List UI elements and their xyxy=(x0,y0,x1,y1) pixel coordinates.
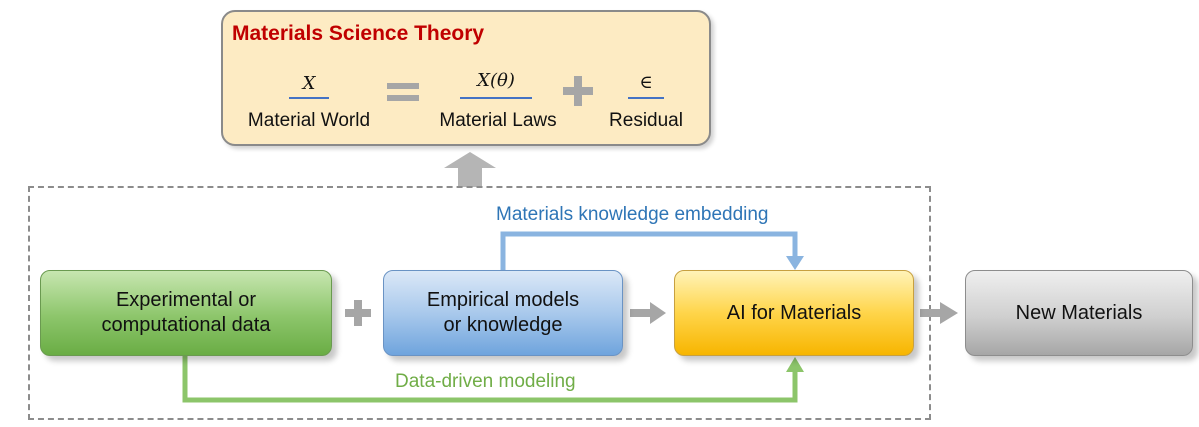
knowledge-embedding-path xyxy=(500,231,798,270)
residual-symbol: ∈ xyxy=(639,72,653,93)
up-arrow-icon xyxy=(444,152,496,187)
plus-icon-vertical xyxy=(574,76,582,106)
arrow-ai-to-new xyxy=(920,302,958,324)
material-laws-symbol: X(θ) xyxy=(477,70,515,91)
material-laws-underline xyxy=(460,97,532,99)
experimental-data-line-1: Experimental or xyxy=(115,289,257,311)
ai-for-materials-label: AI for Materials xyxy=(726,301,862,324)
data-driven-arrowhead xyxy=(786,357,804,372)
new-materials-box: New Materials xyxy=(965,270,1193,356)
data-driven-path xyxy=(182,356,798,403)
residual-underline xyxy=(628,97,664,99)
empirical-models-line-2: or knowledge xyxy=(443,314,563,336)
theory-box xyxy=(221,10,711,146)
equals-icon-lower xyxy=(387,95,419,101)
knowledge-embedding-caption: Materials knowledge embedding xyxy=(496,204,769,225)
residual-label: Residual xyxy=(609,110,683,131)
data-driven-caption: Data-driven modeling xyxy=(395,371,576,392)
dashed-region xyxy=(28,186,931,420)
ai-for-materials-box: AI for Materials xyxy=(674,270,914,356)
theory-title: Materials Science Theory xyxy=(232,22,485,45)
arrow-empirical-to-ai xyxy=(630,302,666,324)
empirical-models-box: Empirical models or knowledge xyxy=(383,270,623,356)
plus-join-icon-vertical xyxy=(354,300,362,326)
new-materials-label: New Materials xyxy=(1015,301,1143,324)
material-world-underline xyxy=(289,97,329,99)
knowledge-arrowhead xyxy=(786,256,804,270)
empirical-models-line-1: Empirical models xyxy=(426,289,580,311)
equals-icon xyxy=(387,83,419,89)
material-world-label: Material World xyxy=(247,110,371,131)
material-laws-label: Material Laws xyxy=(439,110,557,131)
experimental-data-box: Experimental or computational data xyxy=(40,270,332,356)
material-world-symbol: X xyxy=(302,73,316,94)
experimental-data-line-2: computational data xyxy=(101,314,271,336)
